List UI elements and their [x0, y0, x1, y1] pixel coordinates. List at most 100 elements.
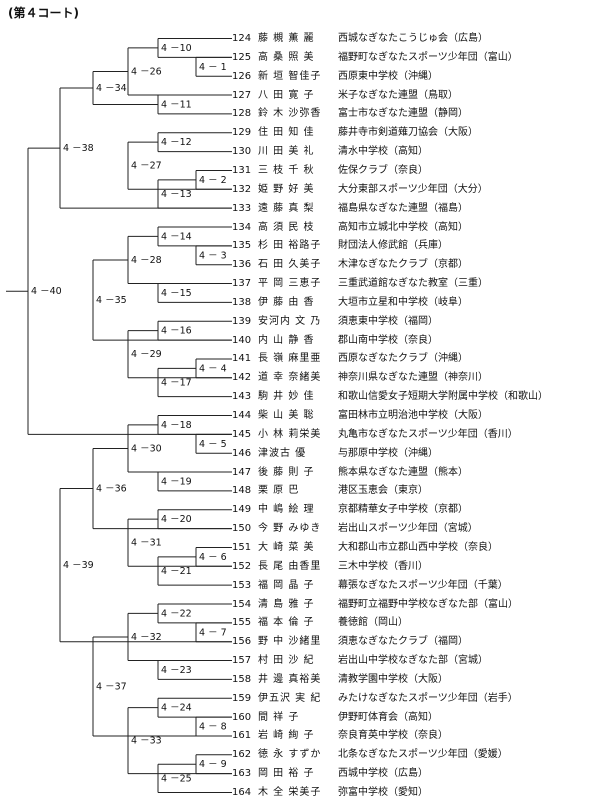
entry-team: 大和郡山市立郡山西中学校（奈良）: [338, 541, 498, 553]
entry-num: 164: [232, 787, 252, 798]
entry-name: 木 全 栄美子: [258, 787, 322, 798]
entry-name: 今 野 みゆき: [258, 523, 322, 535]
entry-name: 遠 藤 真 梨: [258, 202, 315, 214]
match-label: 4 －18: [161, 420, 192, 431]
entry-num: 148: [232, 485, 252, 497]
entry-name: 村 田 沙 紀: [258, 655, 315, 667]
entry-name: 伊五沢 実 紀: [258, 692, 322, 704]
entry-name: 福 岡 晶 子: [258, 579, 315, 591]
entry-name: 伊 藤 由 香: [258, 296, 315, 308]
entry-name: 川 田 美 礼: [258, 146, 315, 158]
entry-team: 伊野町体育会（高知）: [338, 711, 438, 723]
entry-num: 140: [232, 334, 252, 346]
entry-num: 149: [232, 504, 252, 516]
court-title: (第４コート): [8, 6, 79, 20]
entry-name: 石 田 久美子: [258, 259, 322, 271]
match-label: 4 －39: [63, 560, 94, 571]
entry-num: 132: [232, 183, 252, 195]
entry-name: 三 枝 千 秋: [258, 164, 315, 176]
entry-team: 岩出山中学校なぎなた部（宮城）: [338, 655, 488, 667]
entry-team: 藤井寺市剣道薙刀協会（大阪）: [338, 127, 478, 139]
entry-num: 126: [232, 70, 252, 82]
match-label: 4 －35: [96, 295, 127, 306]
entry-name: 高 桑 照 美: [258, 51, 315, 63]
entry-team: 養徳館（岡山）: [338, 617, 408, 629]
entry-num: 130: [232, 146, 252, 158]
tournament-bracket: 4 －104 － 14 －264 －114 －344 －124 －274 － 2…: [6, 38, 232, 793]
entry-num: 163: [232, 768, 252, 780]
match-label: 4 －17: [161, 378, 192, 389]
entry-team: 和歌山信愛女子短期大学附属中学校（和歌山）: [338, 391, 548, 403]
entry-row: 157 村 田 沙 紀 岩出山中学校なぎなた部（宮城）: [232, 652, 600, 669]
entry-num: 162: [232, 749, 252, 761]
match-label: 4 －21: [161, 566, 192, 577]
entry-team: 須恵なぎなたクラブ（福岡）: [338, 636, 468, 648]
entry-name: 駒 井 妙 佳: [258, 391, 315, 403]
match-label: 4 － 9: [199, 759, 227, 770]
match-label: 4 －15: [161, 288, 192, 299]
entry-name: 大 崎 菜 美: [258, 541, 315, 553]
match-label: 4 －20: [161, 514, 192, 525]
entry-team: 弥富中学校（愛知）: [338, 787, 428, 798]
entry-team: 熊本県なぎなた連盟（熊本）: [338, 466, 468, 478]
entry-team: みたけなぎなたスポーツ少年団（岩手）: [338, 692, 518, 704]
entry-name: 後 藤 則 子: [258, 466, 315, 478]
match-label: 4 － 7: [199, 627, 227, 638]
entry-num: 156: [232, 636, 252, 648]
entry-team: 西原東中学校（沖縄）: [338, 70, 438, 82]
entry-num: 129: [232, 127, 252, 139]
entry-name: 徳 永 すずか: [258, 749, 322, 761]
entry-name: 長 尾 由香里: [258, 560, 322, 572]
entry-row: 130 川 田 美 礼 清水中学校（高知）: [232, 143, 600, 160]
entry-team: 西原なぎなたクラブ（沖縄）: [338, 353, 468, 365]
entry-num: 150: [232, 523, 252, 535]
entry-team: 木津なぎなたクラブ（京都）: [338, 259, 468, 271]
entry-team: 清水中学校（高知）: [338, 146, 428, 158]
entry-team: 三重武道館なぎなた教室（三重）: [338, 278, 488, 290]
entry-num: 157: [232, 655, 252, 667]
match-label: 4 － 5: [199, 439, 227, 450]
entry-name: 住 田 知 佳: [258, 127, 315, 139]
match-label: 4 －12: [161, 137, 192, 148]
entry-num: 147: [232, 466, 252, 478]
entry-name: 小 林 莉栄美: [258, 428, 322, 440]
entry-name: 中 嶋 絵 理: [258, 504, 315, 516]
entry-team: 清教学園中学校（大阪）: [338, 673, 448, 685]
match-label: 4 －32: [131, 632, 162, 643]
match-label: 4 － 8: [199, 722, 227, 733]
entry-name: 藤 槻 薫 麗: [258, 33, 315, 44]
match-label: 4 －25: [161, 773, 192, 784]
entry-team: 大垣市立星和中学校（岐阜）: [338, 296, 468, 308]
entry-team: 幕張なぎなたスポーツ少年団（千葉）: [338, 579, 508, 591]
entry-num: 158: [232, 673, 252, 685]
entry-num: 141: [232, 353, 252, 365]
entry-name: 井 邊 真裕美: [258, 673, 322, 685]
match-label: 4 － 2: [199, 175, 227, 186]
match-label: 4 －28: [131, 255, 162, 266]
entry-name: 高 須 民 枝: [258, 221, 315, 233]
entry-num: 139: [232, 315, 252, 327]
entry-team: 丸亀市なぎなたスポーツ少年団（香川）: [338, 428, 518, 440]
entry-num: 142: [232, 372, 252, 384]
match-label: 4 －14: [161, 231, 192, 242]
entry-num: 131: [232, 164, 252, 176]
entry-team: 三木中学校（香川）: [338, 560, 428, 572]
